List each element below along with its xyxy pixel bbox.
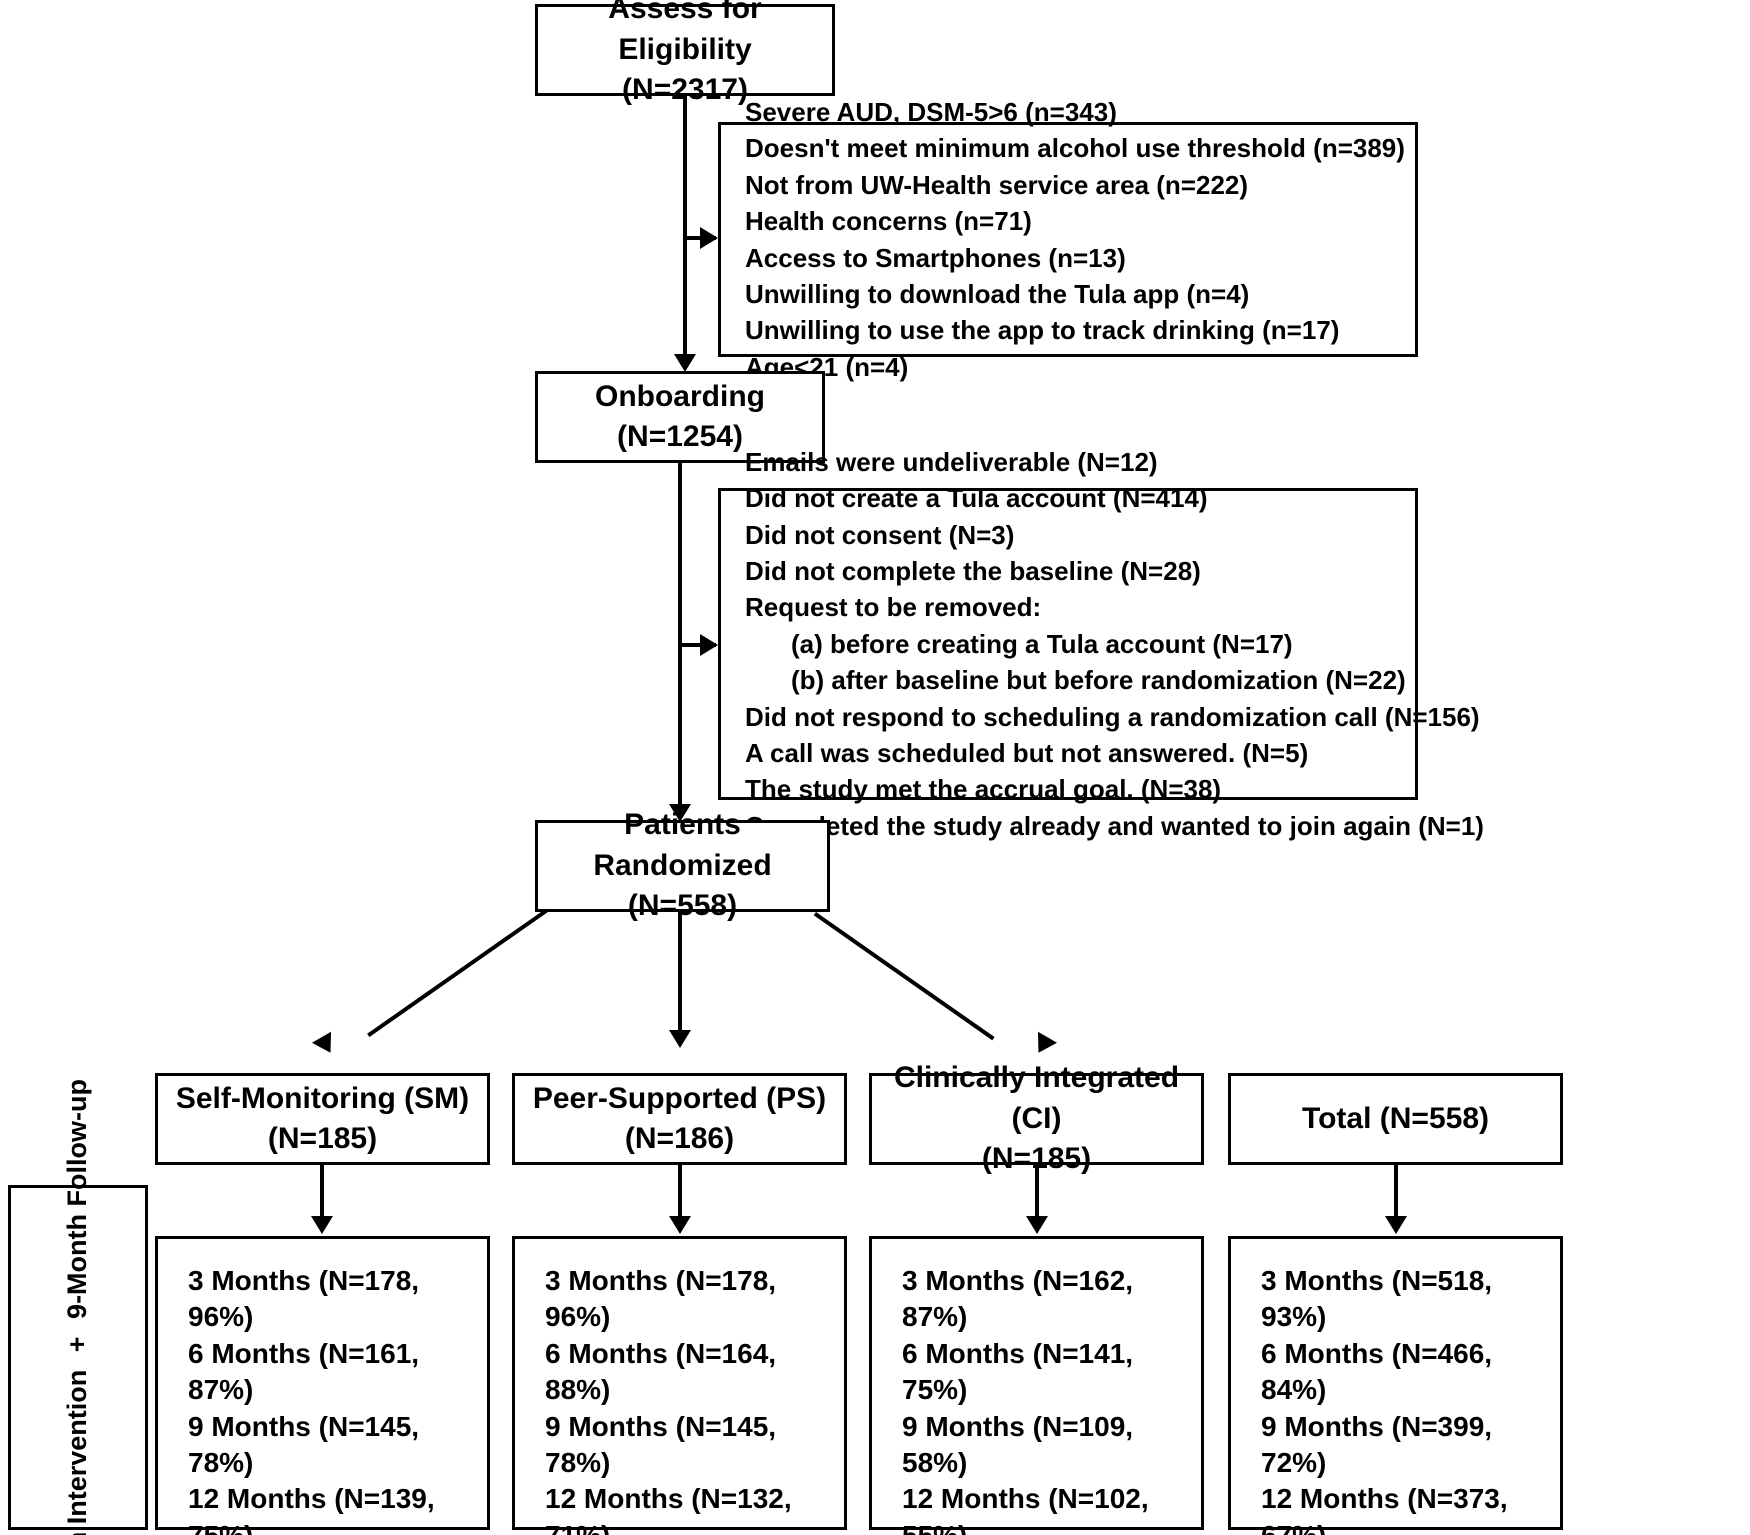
connector-screening-exclusions (683, 236, 716, 240)
phase-label-text: 3-Month Intervention + 9-Month Follow-up (61, 1079, 95, 1535)
node-assess-eligibility-title: Assess for Eligibility (608, 0, 762, 66)
followup-row: 6 Months (N=141, 75%) (902, 1337, 1134, 1406)
arm-title: Clinically Integrated (CI) (893, 1061, 1180, 1135)
arrowhead-sm (311, 1031, 341, 1059)
exclusion-item: Emails were undeliverable (N=12) (745, 446, 1158, 477)
exclusion-item: Did not consent (N=3) (745, 519, 1015, 550)
arrowhead-screening-exclusions (700, 227, 718, 249)
exclusion-item: Health concerns (n=71) (745, 206, 1032, 237)
arm-count: (N=185) (267, 1122, 378, 1155)
arm-title: Total (N=558) (1302, 1101, 1489, 1135)
arrowhead-arm-ps-followup (669, 1216, 691, 1234)
arrowhead-arm-ci-followup (1026, 1216, 1048, 1234)
followup-row: 6 Months (N=466, 84%) (1261, 1337, 1493, 1406)
node-onboarding-title: Onboarding (595, 379, 765, 413)
node-onboarding-count: (N=1254) (617, 420, 743, 453)
followup-row: 6 Months (N=161, 87%) (188, 1337, 420, 1406)
arm-count: (N=186) (624, 1122, 735, 1155)
exclusion-item: Unwilling to use the app to track drinki… (745, 315, 1340, 346)
followup-box-total: 3 Months (N=518, 93%) 6 Months (N=466, 8… (1228, 1236, 1563, 1535)
exclusion-item: Did not respond to scheduling a randomiz… (745, 701, 1480, 732)
exclusion-item: (b) after baseline but before randomizat… (791, 665, 1406, 696)
followup-row: 3 Months (N=178, 96%) (188, 1265, 420, 1333)
followup-row: 12 Months (N=373, 67%) (1261, 1483, 1508, 1535)
connector-onboarding-exclusions (678, 643, 716, 647)
exclusion-item: Not from UW-Health service area (n=222) (745, 169, 1249, 200)
arrowhead-ps (669, 1030, 691, 1048)
arrowhead-arm-sm-followup (311, 1216, 333, 1234)
followup-row: 12 Months (N=132, 71%) (545, 1483, 792, 1535)
followup-row: 3 Months (N=162, 87%) (902, 1265, 1134, 1333)
exclusion-item: A call was scheduled but not answered. (… (745, 737, 1309, 768)
exclusion-item: Did not complete the baseline (N=28) (745, 556, 1201, 587)
followup-row: 9 Months (N=145, 78%) (545, 1410, 777, 1478)
exclusion-item: Access to Smartphones (n=13) (745, 242, 1126, 273)
followup-row: 9 Months (N=399, 72%) (1261, 1410, 1493, 1478)
phase-label-line2: + (62, 1336, 93, 1352)
followup-row: 6 Months (N=164, 88%) (545, 1337, 777, 1406)
phase-label-box: 3-Month Intervention + 9-Month Follow-up (8, 1079, 148, 1535)
arm-box-self-monitoring: Self-Monitoring (SM) (N=185) (155, 1073, 490, 1165)
arrowhead-ci (1028, 1031, 1058, 1059)
followup-row: 9 Months (N=109, 58%) (902, 1410, 1134, 1478)
exclusion-item: Doesn't meet minimum alcohol use thresho… (745, 133, 1405, 164)
connector-randomized-ci (813, 912, 995, 1041)
connector-randomized-sm (367, 908, 548, 1038)
arm-box-clinically-integrated: Clinically Integrated (CI) (N=185) (869, 1061, 1204, 1175)
node-patients-randomized: Patients Randomized (N=558) (535, 808, 830, 922)
connector-arm-total-followup (1394, 1165, 1398, 1220)
followup-box-peer-supported: 3 Months (N=178, 96%) 6 Months (N=164, 8… (512, 1236, 847, 1535)
connector-randomized-ps (678, 912, 682, 1034)
followup-row: 9 Months (N=145, 78%) (188, 1410, 420, 1478)
followup-box-self-monitoring: 3 Months (N=178, 96%) 6 Months (N=161, 8… (155, 1236, 490, 1535)
arm-box-peer-supported: Peer-Supported (PS) (N=186) (512, 1073, 847, 1165)
arrowhead-arm-total-followup (1385, 1216, 1407, 1234)
arrowhead-onboarding (674, 354, 696, 372)
exclusion-item: (a) before creating a Tula account (N=17… (791, 628, 1293, 659)
node-patients-randomized-count: (N=558) (627, 889, 738, 923)
connector-arm-sm-followup (320, 1165, 324, 1220)
node-assess-eligibility: Assess for Eligibility (N=2317) (535, 0, 835, 106)
arm-title: Peer-Supported (PS) (532, 1081, 827, 1115)
box-onboarding-exclusions: Emails were undeliverable (N=12) Did not… (718, 447, 1484, 841)
exclusion-item: Severe AUD, DSM-5>6 (n=343) (745, 96, 1117, 127)
node-patients-randomized-title: Patients Randomized (593, 808, 772, 882)
connector-eligibility-onboarding (683, 96, 687, 358)
connector-arm-ci-followup (1035, 1165, 1039, 1220)
followup-row: 12 Months (N=102, 55%) (902, 1483, 1149, 1535)
connector-arm-ps-followup (678, 1165, 682, 1220)
arrowhead-onboarding-exclusions (700, 634, 718, 656)
exclusion-item: Did not create a Tula account (N=414) (745, 483, 1208, 514)
node-onboarding: Onboarding (N=1254) (535, 371, 825, 463)
exclusion-item: Unwilling to download the Tula app (n=4) (745, 278, 1250, 309)
exclusion-item: The study met the accrual goal. (N=38) (745, 774, 1222, 805)
phase-label-line3: 9-Month Follow-up (62, 1078, 93, 1319)
exclusion-item: Request to be removed: (745, 592, 1042, 623)
followup-row: 3 Months (N=518, 93%) (1261, 1265, 1493, 1333)
followup-box-clinically-integrated: 3 Months (N=162, 87%) 6 Months (N=141, 7… (869, 1236, 1204, 1535)
exclusion-item: Completed the study already and wanted t… (745, 810, 1484, 841)
arrowhead-randomized (669, 804, 691, 822)
phase-label-line1: 3-Month Intervention (62, 1369, 93, 1535)
followup-row: 12 Months (N=139, 75%) (188, 1483, 435, 1535)
followup-row: 3 Months (N=178, 96%) (545, 1265, 777, 1333)
box-screening-exclusions: Severe AUD, DSM-5>6 (n=343) Doesn't meet… (718, 97, 1418, 382)
arm-box-total: Total (N=558) (1228, 1073, 1563, 1165)
connector-onboarding-randomized (678, 463, 682, 808)
arm-title: Self-Monitoring (SM) (175, 1081, 470, 1115)
